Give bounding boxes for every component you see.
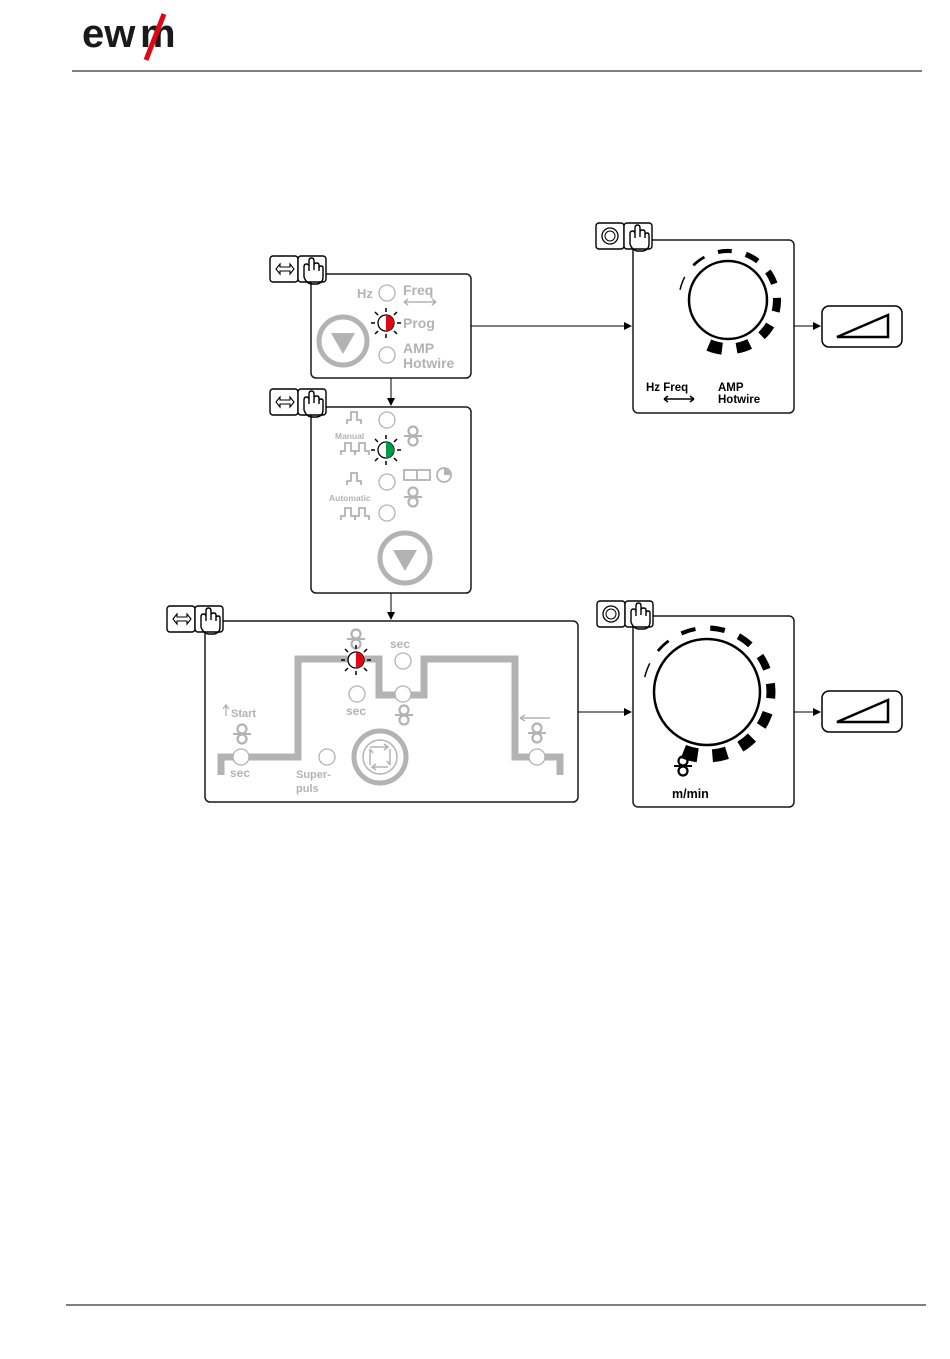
svg-text:ew: ew [82,12,136,56]
sec-mid-label: sec [346,704,366,718]
hotwire-label: Hotwire [403,355,455,371]
knob2-panel: m/min [597,601,794,807]
start-label: Start [231,708,256,720]
led-freq [379,285,395,301]
prog-label: Prog [403,315,435,331]
sec-top-label: sec [390,637,410,651]
ewm-logo: ew m [82,12,176,60]
dial-tick [712,753,726,756]
knob1-amp: AMP [718,382,744,394]
freq-label: Freq [403,282,433,298]
toggle-hand-button-1[interactable] [270,256,326,284]
dial-tick [718,251,732,252]
panel-mode: Hz Freq Prog AMP Hotwire [270,256,471,378]
manual-label: Manual [335,431,364,441]
knob2-unit: m/min [672,787,709,801]
sec-left-label: sec [230,766,250,780]
knob1-hz-freq: Hz Freq [646,382,688,394]
toggle-hand-button-3[interactable] [167,606,223,634]
dial-tick [683,751,697,755]
rotate-hand-button-1[interactable] [596,223,652,251]
led-amp [379,347,395,363]
dial-tick [709,345,722,349]
toggle-hand-button-2[interactable] [270,389,326,417]
panel-program: Manual Automatic [270,389,471,593]
dial-tick [761,713,767,726]
knob1-dial[interactable] [689,261,767,339]
panel-sequence: sec sec Start sec Super- puls [167,606,578,802]
puls-label: puls [296,783,319,795]
dial-tick [737,344,750,348]
amp-label: AMP [403,340,434,356]
knob2-dial[interactable] [654,639,760,745]
ramp-icon [822,306,902,347]
dial-tick [776,298,777,312]
dial-tick [740,738,752,747]
knob1-hotwire: Hotwire [718,394,760,406]
automatic-label: Automatic [329,493,371,503]
ramp-icon [822,691,902,732]
hz-label: Hz [357,286,373,301]
super-label: Super- [296,769,331,781]
knob1-panel: Hz Freq AMP Hotwire [596,223,794,413]
dial-tick [770,684,771,699]
dial-tick [710,628,725,630]
rotate-hand-button-2[interactable] [597,601,653,629]
